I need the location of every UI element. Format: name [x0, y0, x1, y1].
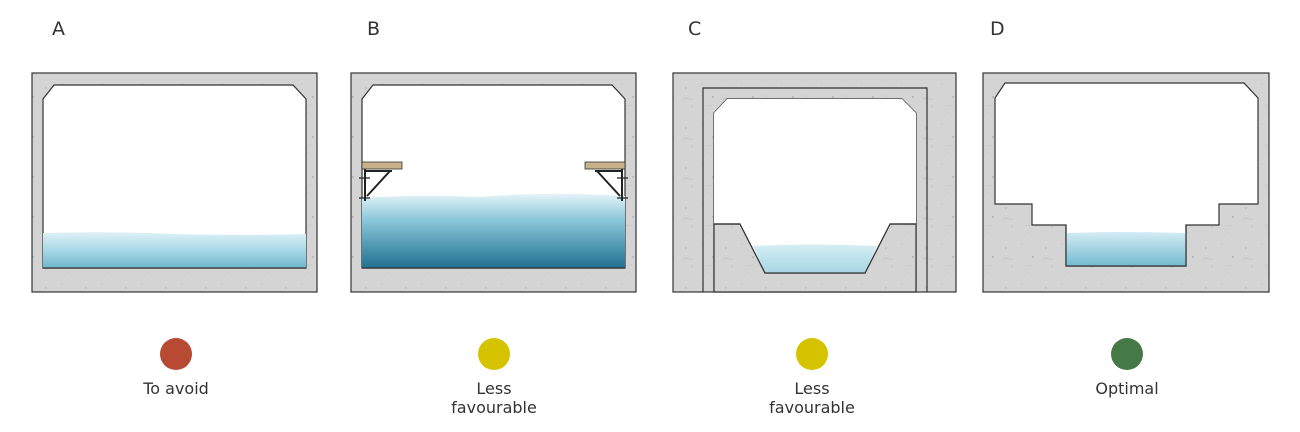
rating-dot-a: [160, 338, 192, 370]
panel-a-letter: A: [52, 18, 65, 40]
panel-d-letter: D: [990, 18, 1005, 40]
panel-c-section: [672, 72, 957, 293]
rating-label-c: Less favourable: [769, 379, 855, 417]
rating-label-b: Less favourable: [451, 379, 537, 417]
rating-dot-d: [1111, 338, 1143, 370]
panel-c-water: [753, 244, 877, 273]
rating-label-a: To avoid: [143, 379, 209, 398]
panel-b-section: [350, 72, 637, 293]
rating-dot-b: [478, 338, 510, 370]
panel-d-section: [982, 72, 1270, 293]
panel-a-water: [43, 232, 306, 268]
right-bench: [584, 161, 628, 201]
panel-b-water: [362, 193, 625, 268]
panel-c-letter: C: [688, 18, 702, 40]
left-bench: [359, 161, 403, 201]
panel-a-section: [31, 72, 318, 293]
rating-dot-c: [796, 338, 828, 370]
panel-b-letter: B: [367, 18, 381, 40]
panel-d-water: [1066, 232, 1186, 266]
rating-label-d: Optimal: [1095, 379, 1159, 398]
